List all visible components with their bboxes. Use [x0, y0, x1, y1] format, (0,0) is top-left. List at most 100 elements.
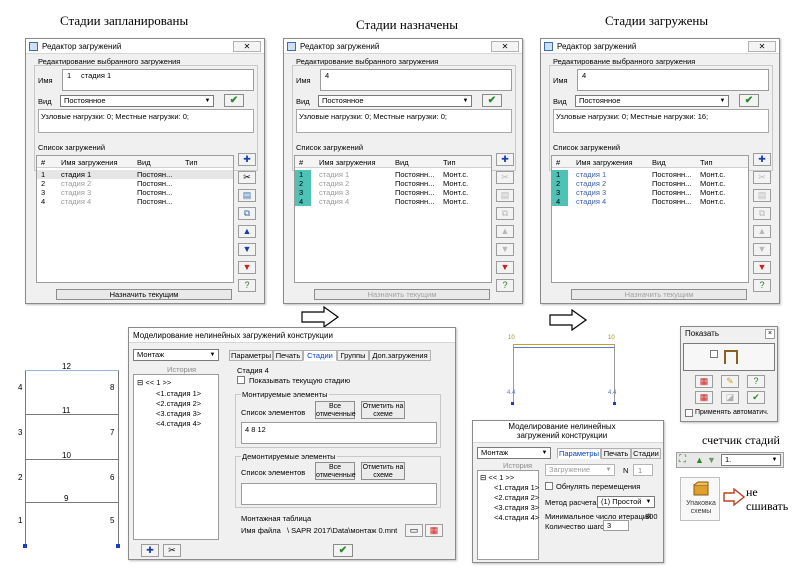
show-apply-button[interactable]: ✔	[747, 391, 765, 404]
table-row[interactable]: 4 стадия 4 Постоянн... Монт.с.	[295, 197, 491, 206]
pack-scheme-button[interactable]: Упаковка схемы	[680, 477, 720, 521]
assign-current-button[interactable]: Назначить текущим	[571, 289, 747, 300]
arrow-up-icon[interactable]: ▲	[695, 455, 704, 465]
tree-item[interactable]: <3.стадия 3>	[156, 409, 202, 418]
move-up-button[interactable]: ▲	[753, 225, 771, 238]
filter-button[interactable]: ▼	[496, 261, 514, 274]
filter-button[interactable]: ▼	[238, 261, 256, 274]
tab-parameters[interactable]: Параметры	[557, 448, 601, 459]
move-up-button[interactable]: ▲	[496, 225, 514, 238]
apply-button[interactable]: ✔	[224, 94, 244, 107]
add-button[interactable]: ✚	[753, 153, 771, 166]
open-table-button[interactable]: ▦	[425, 524, 443, 537]
pencil-button[interactable]: ✎	[721, 375, 739, 388]
delete-stage-button[interactable]: ✂	[163, 544, 181, 557]
close-button[interactable]: ✕	[233, 41, 261, 52]
type-select[interactable]: Постоянное ▼	[60, 95, 214, 107]
table-row[interactable]: 4 стадия 4 Постоянн... Монт.с.	[552, 197, 748, 206]
add-button[interactable]: ✚	[496, 153, 514, 166]
tree-item[interactable]: <1.стадия 1>	[494, 483, 540, 492]
browse-file-button[interactable]: ▭	[405, 524, 423, 537]
help-button[interactable]: ?	[238, 279, 256, 292]
tab-groups[interactable]: Группы	[337, 350, 369, 361]
tree-item[interactable]: <1.стадия 1>	[156, 389, 202, 398]
table-row[interactable]: 3 стадия 3 Постоянн... Монт.с.	[552, 188, 748, 197]
add-button[interactable]: ✚	[238, 153, 256, 166]
close-button[interactable]: ✕	[491, 41, 519, 52]
copy-button[interactable]: ▤	[238, 189, 256, 202]
assign-current-button[interactable]: Назначить текущим	[56, 289, 232, 300]
show-panel-close[interactable]: ×	[765, 329, 775, 339]
add-stage-button[interactable]: ✚	[141, 544, 159, 557]
move-down-button[interactable]: ▼	[496, 243, 514, 256]
copy-button[interactable]: ▤	[496, 189, 514, 202]
mounted-all-marked-button[interactable]: Все отмеченные	[315, 401, 356, 419]
copy-button[interactable]: ▤	[753, 189, 771, 202]
move-down-button[interactable]: ▼	[238, 243, 256, 256]
move-down-button[interactable]: ▼	[753, 243, 771, 256]
mounted-mark-on-scheme-button[interactable]: Отметить на схеме	[361, 401, 405, 419]
tree-root[interactable]: ⊟ << 1 >>	[137, 378, 171, 387]
duplicate-button[interactable]: ⧉	[238, 207, 256, 220]
mode-select[interactable]: Монтаж ▼	[133, 349, 219, 361]
dismounted-mark-on-scheme-button[interactable]: Отметить на схеме	[361, 462, 405, 480]
tree-item[interactable]: <4.стадия 4>	[156, 419, 202, 428]
preview-checkbox[interactable]	[710, 350, 718, 358]
dismounted-elements-input[interactable]	[241, 483, 437, 505]
tab-parameters[interactable]: Параметры	[229, 350, 273, 361]
assign-current-button[interactable]: Назначить текущим	[314, 289, 490, 300]
delete-button[interactable]: ✂	[753, 171, 771, 184]
apply-button[interactable]: ✔	[482, 94, 502, 107]
type-select[interactable]: Постоянное ▼	[318, 95, 472, 107]
tree-item[interactable]: <3.стадия 3>	[494, 503, 540, 512]
tree-item[interactable]: <4.стадия 4>	[494, 513, 540, 522]
apply-button[interactable]: ✔	[739, 94, 759, 107]
table-row[interactable]: 2 стадия 2 Постоян...	[37, 179, 233, 188]
apply-auto-checkbox[interactable]	[685, 409, 693, 417]
table-row[interactable]: 4 стадия 4 Постоян...	[37, 197, 233, 206]
show-grid-button[interactable]: ▦	[695, 375, 713, 388]
filter-button[interactable]: ▼	[753, 261, 771, 274]
apply-button[interactable]: ✔	[333, 544, 353, 557]
stage-tree[interactable]: ⊟ << 1 >> <1.стадия 1> <2.стадия 2> <3.с…	[477, 470, 539, 560]
table-row[interactable]: 1 стадия 1 Постоянн... Монт.с.	[295, 170, 491, 179]
mounted-elements-input[interactable]: 4 8 12	[241, 422, 437, 444]
table-row[interactable]: 1 стадия 1 Постоян...	[37, 170, 233, 179]
stage-counter-select[interactable]: 1. ▼	[721, 454, 781, 466]
show-table-button[interactable]: ▦	[695, 391, 713, 404]
n-input[interactable]: 1	[633, 464, 653, 476]
name-field[interactable]: 1 стадия 1	[62, 69, 254, 91]
show-help-button[interactable]: ?	[747, 375, 765, 388]
stage-tree[interactable]: ⊟ << 1 >> <1.стадия 1> <2.стадия 2> <3.с…	[133, 374, 219, 540]
mode-select[interactable]: Монтаж ▼	[477, 447, 551, 459]
delete-button[interactable]: ✂	[496, 171, 514, 184]
help-button[interactable]: ?	[753, 279, 771, 292]
duplicate-button[interactable]: ⧉	[496, 207, 514, 220]
table-row[interactable]: 1 стадия 1 Постоянн... Монт.с.	[552, 170, 748, 179]
load-select[interactable]: Загружение ▼	[545, 464, 615, 476]
tree-item[interactable]: <2.стадия 2>	[494, 493, 540, 502]
steps-input[interactable]: 3	[603, 520, 629, 531]
duplicate-button[interactable]: ⧉	[753, 207, 771, 220]
dismounted-all-marked-button[interactable]: Все отмеченные	[315, 462, 356, 480]
tab-extra-loads[interactable]: Доп.загружения	[369, 350, 431, 361]
type-select[interactable]: Постоянное ▼	[575, 95, 729, 107]
table-row[interactable]: 3 стадия 3 Постоян...	[37, 188, 233, 197]
fit-icon[interactable]: ⛶	[679, 454, 686, 465]
show-current-checkbox[interactable]	[237, 376, 245, 384]
table-row[interactable]: 3 стадия 3 Постоянн... Монт.с.	[295, 188, 491, 197]
tree-root[interactable]: ⊟ << 1 >>	[480, 473, 514, 482]
table-row[interactable]: 2 стадия 2 Постоянн... Монт.с.	[552, 179, 748, 188]
tab-stages[interactable]: Стадии	[631, 448, 661, 459]
help-button[interactable]: ?	[496, 279, 514, 292]
tab-print[interactable]: Печать	[601, 448, 631, 459]
tab-stages[interactable]: Стадии	[303, 350, 337, 361]
move-up-button[interactable]: ▲	[238, 225, 256, 238]
close-button[interactable]: ✕	[748, 41, 776, 52]
tree-item[interactable]: <2.стадия 2>	[156, 399, 202, 408]
delete-button[interactable]: ✂	[238, 171, 256, 184]
arrow-down-icon[interactable]: ▼	[707, 455, 716, 465]
tab-print[interactable]: Печать	[273, 350, 303, 361]
table-row[interactable]: 2 стадия 2 Постоянн... Монт.с.	[295, 179, 491, 188]
name-field[interactable]: 4	[320, 69, 512, 91]
